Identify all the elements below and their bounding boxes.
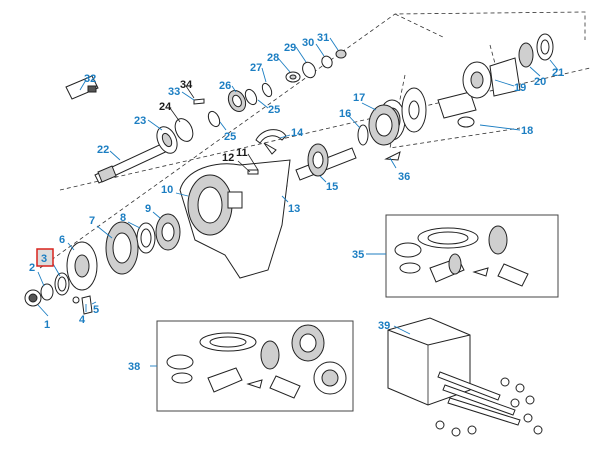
front-gear-stack bbox=[66, 213, 181, 291]
callout-7: 7 bbox=[89, 215, 95, 227]
callout-10: 10 bbox=[161, 184, 173, 196]
callout-23: 23 bbox=[134, 115, 146, 127]
callout-26: 26 bbox=[219, 80, 231, 92]
callout-13: 13 bbox=[288, 203, 300, 215]
leader-lines bbox=[37, 37, 559, 367]
callout-34: 34 bbox=[180, 79, 193, 91]
callout-30: 30 bbox=[302, 37, 314, 49]
callout-8: 8 bbox=[120, 212, 126, 224]
callout-11: 11 bbox=[236, 147, 248, 159]
callout-19: 19 bbox=[514, 82, 526, 94]
callout-6: 6 bbox=[59, 234, 65, 246]
callout-labels: 1 2 3 4 5 6 7 8 9 10 11 12 13 14 15 16 1… bbox=[29, 32, 564, 373]
callout-4: 4 bbox=[79, 314, 86, 326]
shift-fork-14 bbox=[255, 129, 287, 155]
callout-3: 3 bbox=[41, 253, 47, 265]
hardware-kit-39 bbox=[387, 317, 543, 437]
callout-24: 24 bbox=[159, 101, 172, 113]
callout-2: 2 bbox=[29, 262, 35, 274]
callout-33: 33 bbox=[168, 86, 180, 98]
callout-29: 29 bbox=[284, 42, 296, 54]
upper-shaft-assembly bbox=[65, 49, 347, 184]
kit-box-35 bbox=[385, 214, 559, 298]
callout-25-lower: 25 bbox=[224, 131, 236, 143]
callout-27: 27 bbox=[250, 62, 262, 74]
small-parts-1-5 bbox=[24, 272, 93, 315]
callout-25-upper: 25 bbox=[268, 104, 280, 116]
callout-31: 31 bbox=[317, 32, 329, 44]
callout-12: 12 bbox=[222, 152, 234, 164]
callout-22: 22 bbox=[97, 144, 109, 156]
callout-32: 32 bbox=[84, 73, 96, 85]
kit-box-38 bbox=[156, 320, 354, 412]
callout-14: 14 bbox=[291, 127, 304, 139]
callout-9: 9 bbox=[145, 203, 151, 215]
output-shaft-15 bbox=[295, 143, 357, 181]
callout-1: 1 bbox=[44, 319, 50, 331]
callout-39: 39 bbox=[378, 320, 390, 332]
callout-3-highlight bbox=[36, 248, 54, 267]
callout-36: 36 bbox=[398, 171, 410, 183]
callout-21: 21 bbox=[552, 67, 564, 79]
callout-5: 5 bbox=[93, 304, 99, 316]
gear-group-16-17 bbox=[357, 104, 401, 161]
callout-28: 28 bbox=[267, 52, 279, 64]
callout-16: 16 bbox=[339, 108, 351, 120]
callout-35: 35 bbox=[352, 249, 364, 261]
callout-20: 20 bbox=[534, 76, 546, 88]
callout-17: 17 bbox=[353, 92, 365, 104]
housing-10 bbox=[179, 159, 291, 279]
callout-18: 18 bbox=[521, 125, 533, 137]
callout-38: 38 bbox=[128, 361, 140, 373]
callout-15: 15 bbox=[326, 181, 338, 193]
